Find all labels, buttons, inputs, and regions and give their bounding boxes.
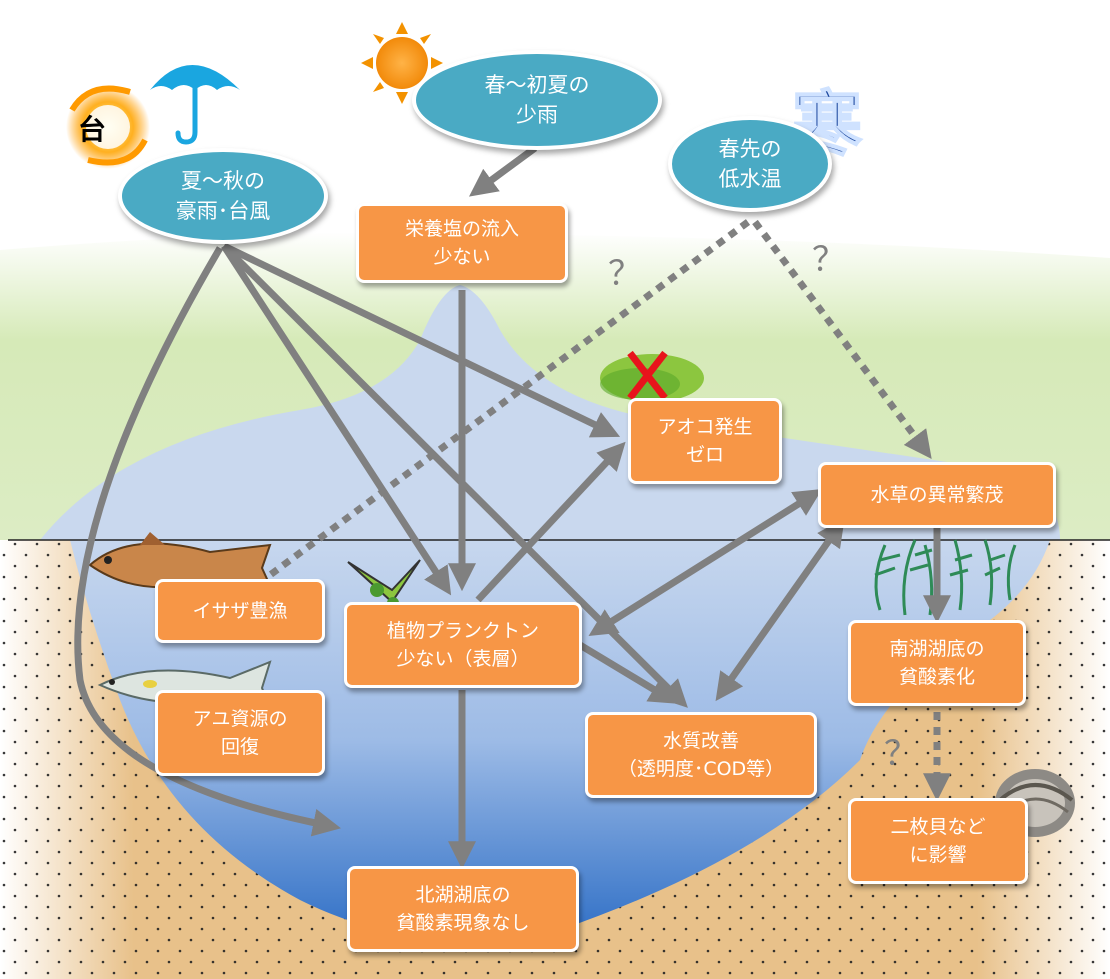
box-ayu: アユ資源の 回復 [155, 690, 325, 776]
typhoon-icon [66, 85, 150, 169]
algae-bloom-icon [600, 350, 704, 402]
isaza-fish-icon [88, 532, 274, 592]
box-aoko-zero: アオコ発生 ゼロ [628, 398, 782, 484]
box-plankton: 植物プランクトン 少ない（表層） [344, 602, 582, 688]
arrows [74, 145, 951, 870]
question-mark: ？ [812, 240, 846, 280]
box-waterweed: 水草の異常繁茂 [818, 462, 1056, 528]
box-nutrient-inflow: 栄養塩の流入 少ない [356, 203, 568, 283]
dashed-arrows [267, 219, 951, 802]
waterweed-icon [874, 539, 1017, 616]
box-isaza: イサザ豊漁 [155, 579, 325, 643]
question-mark: ？ [608, 254, 642, 294]
umbrella-icon [150, 65, 240, 145]
box-bivalve: 二枚貝など に影響 [848, 798, 1028, 884]
box-north-hypoxia: 北湖湖底の 貧酸素現象なし [347, 866, 579, 952]
summer-rain-typhoon: 夏～秋の 豪雨･台風 [118, 148, 328, 244]
question-mark: ？ [884, 734, 918, 774]
box-south-hypoxia: 南湖湖底の 貧酸素化 [848, 620, 1026, 706]
sun-icon [361, 22, 443, 104]
box-water-quality: 水質改善 （透明度･COD等） [585, 712, 817, 798]
cold-spring-water: 春先の 低水温 [668, 116, 832, 212]
typhoon-label: 台 [78, 113, 107, 146]
ayu-fish-icon [97, 660, 274, 714]
spring-drought: 春～初夏の 少雨 [412, 50, 662, 150]
